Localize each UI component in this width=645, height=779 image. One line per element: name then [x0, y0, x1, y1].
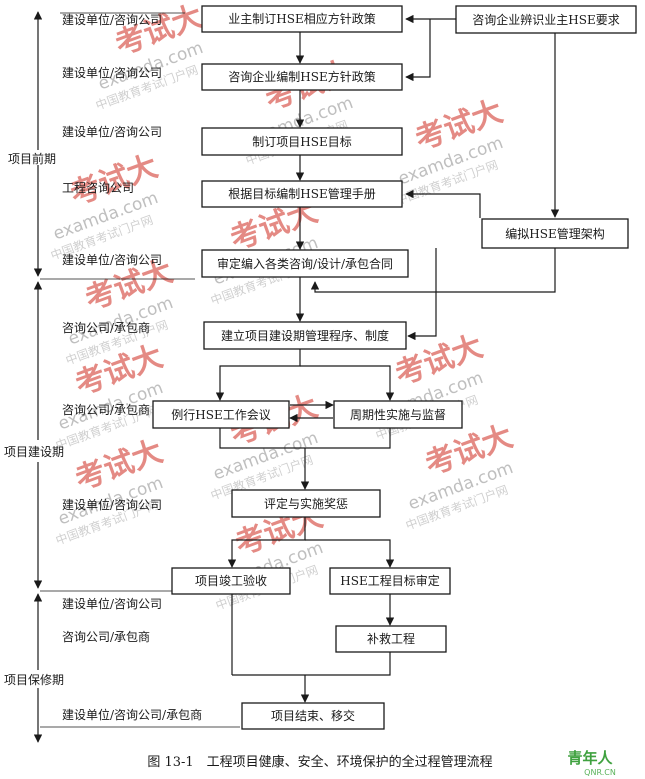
node-label: 业主制订HSE相应方针政策 — [228, 11, 375, 26]
connector — [310, 248, 556, 293]
responsible-label: 建设单位/咨询公司 — [62, 252, 162, 267]
node-label: 咨询企业编制HSE方针政策 — [228, 69, 375, 84]
connector — [232, 652, 391, 676]
node-label: 咨询企业辨识业主HSE要求 — [472, 12, 619, 27]
responsible-label: 工程咨询公司 — [62, 180, 134, 195]
responsible-label: 咨询公司/承包商 — [62, 320, 150, 335]
phase-label-pre: 项目前期 — [8, 151, 56, 166]
phase-label-build: 项目建设期 — [4, 445, 64, 459]
node-label: 周期性实施与监督 — [350, 407, 446, 422]
node-label: 补救工程 — [367, 631, 415, 646]
connector — [305, 539, 395, 568]
node-label: HSE工程目标审定 — [340, 573, 439, 588]
responsible-label: 建设单位/咨询公司 — [62, 497, 162, 512]
connector — [300, 365, 395, 401]
watermark-layer: 考试大 examda.com 中国教育考试门户网 考试大 examda.com … — [48, 0, 517, 613]
watermark: 考试大 examda.com 中国教育考试门户网 — [53, 339, 167, 453]
node-box: 制订项目HSE目标 — [201, 127, 403, 156]
node-box: 项目竣工验收 — [171, 567, 291, 595]
node-box: 项目结束、移交 — [241, 702, 385, 730]
responsible-labels: 建设单位/咨询公司 建设单位/咨询公司 建设单位/咨询公司 工程咨询公司 建设单… — [62, 12, 202, 722]
responsible-label: 咨询公司/承包商 — [62, 629, 150, 644]
phase-label-warranty: 项目保修期 — [4, 672, 64, 687]
node-box: 周期性实施与监督 — [333, 400, 463, 429]
node-label: 例行HSE工作会议 — [171, 408, 270, 422]
phase-labels: 项目前期 项目建设期 项目保修期 — [4, 151, 64, 687]
watermark: 考试大 examda.com 中国教育考试门户网 — [403, 419, 517, 533]
responsible-label: 建设单位/咨询公司/承包商 — [62, 707, 202, 722]
responsible-label: 建设单位/咨询公司 — [62, 12, 162, 27]
corner-logo-sub: QNR.CN — [584, 768, 616, 777]
responsible-label: 建设单位/咨询公司 — [62, 65, 162, 80]
node-box: 咨询企业编制HSE方针政策 — [201, 63, 403, 91]
responsible-label: 咨询公司/承包商 — [62, 402, 150, 417]
node-label: 根据目标编制HSE管理手册 — [228, 186, 375, 201]
node-label: 制订项目HSE目标 — [252, 135, 351, 149]
corner-logo-main: 青年人 — [567, 749, 613, 767]
connector — [407, 248, 437, 341]
node-label: 项目结束、移交 — [271, 708, 355, 723]
node-box: 根据目标编制HSE管理手册 — [201, 180, 403, 208]
node-box: 建立项目建设期管理程序、制度 — [203, 321, 407, 350]
node-label: 评定与实施奖惩 — [264, 496, 348, 511]
node-label: 审定编入各类咨询/设计/承包合同 — [217, 256, 393, 271]
connector — [405, 19, 431, 82]
node-box: HSE工程目标审定 — [329, 567, 451, 595]
connector — [215, 349, 301, 401]
corner-logo: 青年人 QNR.CN — [567, 749, 615, 777]
figure-caption: 图 13-1 工程项目健康、安全、环境保护的全过程管理流程 — [147, 754, 492, 770]
process-nodes: 业主制订HSE相应方针政策 咨询企业辨识业主HSE要求 咨询企业编制HSE方针政… — [152, 5, 637, 730]
watermark: 考试大 examda.com 中国教育考试门户网 — [63, 254, 177, 368]
node-label: 建立项目建设期管理程序、制度 — [221, 328, 389, 343]
node-label: 编拟HSE管理架构 — [505, 226, 604, 241]
node-box: 咨询企业辨识业主HSE要求 — [455, 5, 637, 34]
connector — [227, 517, 306, 568]
node-box: 例行HSE工作会议 — [152, 400, 290, 429]
node-box: 审定编入各类咨询/设计/承包合同 — [201, 249, 409, 278]
node-box: 业主制订HSE相应方针政策 — [201, 5, 403, 33]
responsible-label: 建设单位/咨询公司 — [62, 124, 162, 139]
responsible-label: 建设单位/咨询公司 — [62, 596, 162, 611]
node-box: 评定与实施奖惩 — [231, 489, 381, 518]
node-box: 补救工程 — [335, 625, 447, 653]
connector — [405, 189, 481, 218]
connectors — [215, 14, 560, 703]
node-box: 编拟HSE管理架构 — [481, 218, 629, 249]
node-label: 项目竣工验收 — [195, 573, 267, 588]
